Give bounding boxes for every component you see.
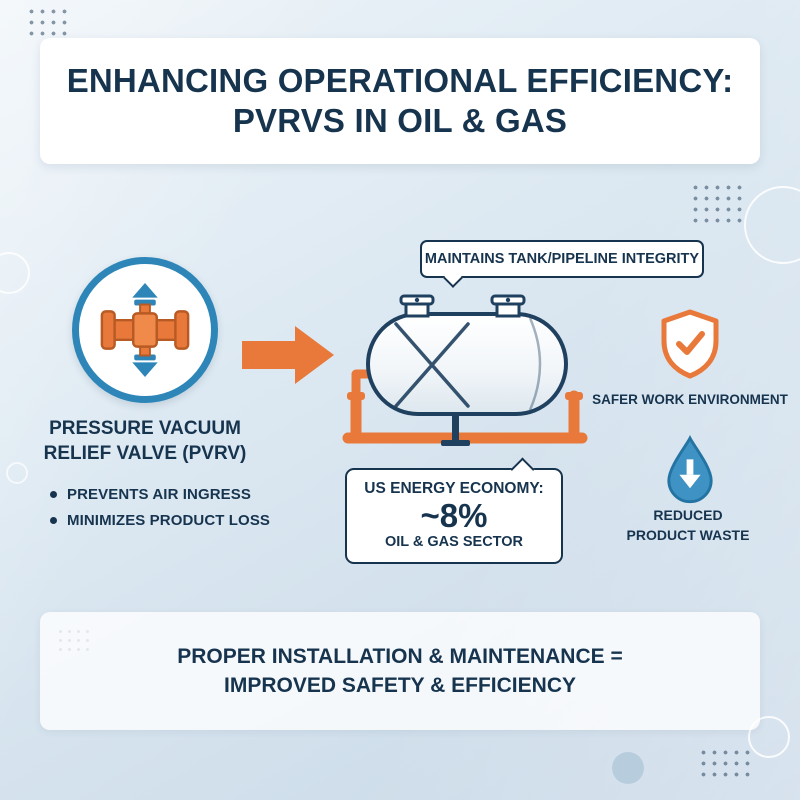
- integrity-callout: MAINTAINS TANK/PIPELINE INTEGRITY: [420, 240, 704, 288]
- stat-caption: OIL & GAS SECTOR: [384, 533, 524, 550]
- bubble-tail: [510, 456, 535, 482]
- bullet-dot-icon: [50, 517, 57, 524]
- bullet-text: PREVENTS AIR INGRESS: [67, 486, 251, 503]
- decor-circle: [744, 186, 800, 264]
- stat-heading: US ENERGY ECONOMY:: [364, 480, 544, 497]
- dot-grid-top-left: [26, 6, 72, 38]
- footer-banner: PROPER INSTALLATION & MAINTENANCE = IMPR…: [40, 612, 760, 730]
- title-banner: ENHANCING OPERATIONAL EFFICIENCY: PVRVS …: [40, 38, 760, 164]
- bullet-text: MINIMIZES PRODUCT LOSS: [67, 512, 271, 529]
- bullet-item: MINIMIZES PRODUCT LOSS: [50, 512, 270, 529]
- integrity-callout-text: MAINTAINS TANK/PIPELINE INTEGRITY: [424, 251, 700, 267]
- water-drop-reduce-icon: [667, 434, 713, 504]
- decor-circle: [6, 462, 28, 484]
- footer-line1: PROPER INSTALLATION & MAINTENANCE =: [177, 644, 623, 668]
- callout-tail: [443, 267, 463, 288]
- storage-tank-illustration: [342, 294, 588, 446]
- pvrv-bullet-list: PREVENTS AIR INGRESS MINIMIZES PRODUCT L…: [50, 486, 270, 538]
- energy-stat-bubble: US ENERGY ECONOMY: ~8% OIL & GAS SECTOR: [345, 456, 563, 564]
- dot-grid-bottom-right: [698, 747, 752, 779]
- page-title-line2: PVRVS IN OIL & GAS: [232, 102, 568, 139]
- footer-line2: IMPROVED SAFETY & EFFICIENCY: [224, 674, 576, 697]
- pvrv-icon-badge: [72, 257, 218, 403]
- bullet-item: PREVENTS AIR INGRESS: [50, 486, 270, 503]
- page-title-line1: ENHANCING OPERATIONAL EFFICIENCY:: [66, 62, 734, 100]
- bullet-dot-icon: [50, 491, 57, 498]
- decor-circle: [748, 716, 790, 758]
- decor-circle: [0, 252, 30, 294]
- pvrv-label-line1: PRESSURE VACUUM: [49, 418, 241, 439]
- pvrv-label-line2: RELIEF VALVE (PVRV): [43, 443, 247, 465]
- benefit-label-line2: PRODUCT WASTE: [626, 526, 750, 543]
- pvrv-label: PRESSURE VACUUM RELIEF VALVE (PVRV): [15, 416, 275, 466]
- benefit-label-safer-work: SAFER WORK ENVIRONMENT: [592, 392, 788, 407]
- benefit-label-reduced-waste: REDUCED PRODUCT WASTE: [608, 506, 768, 545]
- stat-value: ~8%: [420, 497, 488, 534]
- decor-circle: [612, 752, 644, 784]
- pvrv-valve-icon: [100, 282, 190, 378]
- shield-check-icon: [661, 309, 719, 379]
- right-arrow-icon: [242, 326, 334, 384]
- dot-grid-right: [690, 182, 744, 225]
- benefit-label-line1: REDUCED: [653, 507, 723, 523]
